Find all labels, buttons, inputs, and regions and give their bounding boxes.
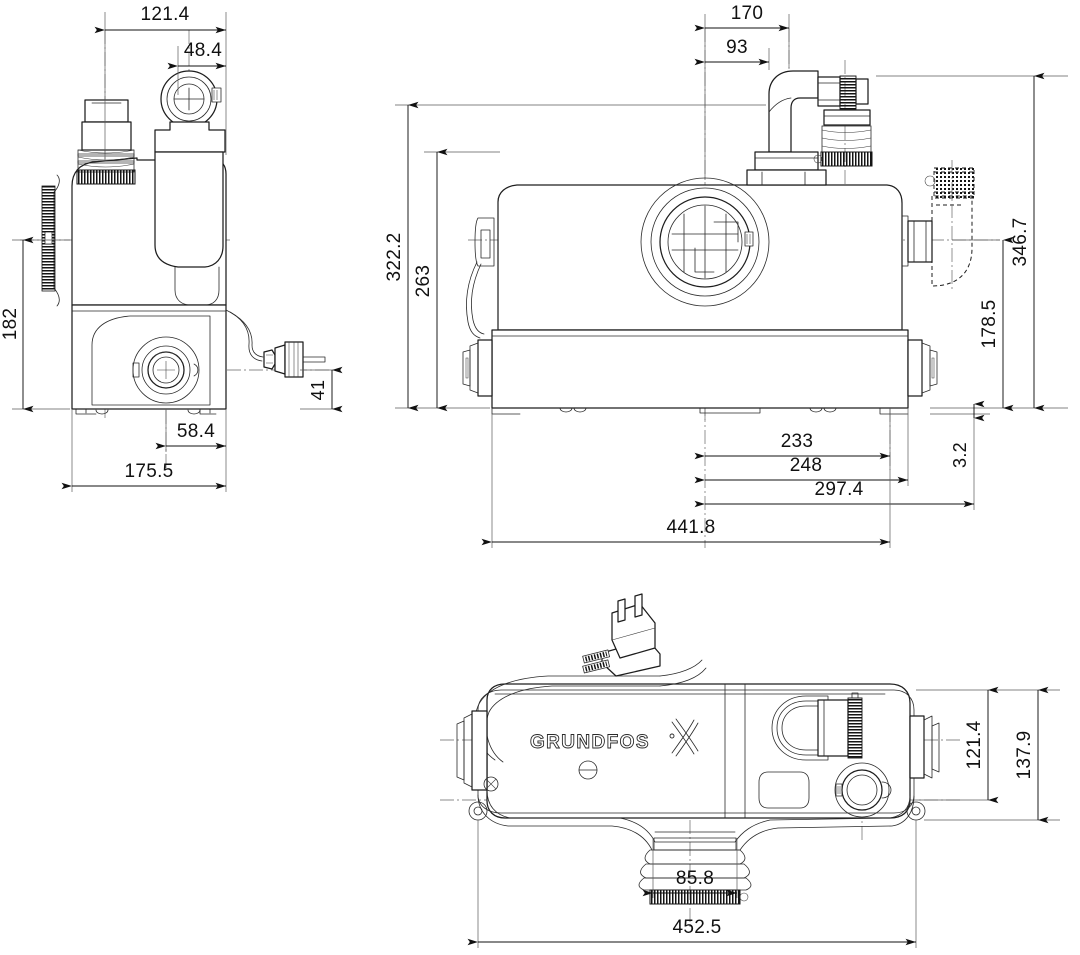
dimension-121-4-top-view: 121.4 <box>916 686 1060 804</box>
dimension-label-248: 248 <box>790 455 823 476</box>
side-view-housing <box>466 184 909 415</box>
dimension-121-4: 121.4 <box>94 4 227 160</box>
top-view-housing <box>477 683 915 851</box>
side-view-right-inlet <box>901 160 975 292</box>
dimension-170: 170 <box>694 3 790 180</box>
brand-logo: GRUNDFOS <box>530 718 699 780</box>
top-plan-view: GRUNDFOS <box>440 593 1060 948</box>
dimension-label-48-4: 48.4 <box>184 40 222 61</box>
dimension-label-58-4: 58.4 <box>177 421 215 442</box>
dimension-label-178-5: 178.5 <box>979 299 1000 348</box>
dimension-label-233: 233 <box>781 431 814 452</box>
top-view-inlet-port <box>771 692 863 761</box>
dimension-248: 248 <box>694 408 909 486</box>
dimension-label-85-8: 85.8 <box>676 868 714 889</box>
left-view-inlet-collar <box>76 99 136 185</box>
dimension-label-263: 263 <box>413 265 434 298</box>
dimension-label-182: 182 <box>0 308 21 341</box>
dimension-182: 182 <box>0 236 70 413</box>
left-view-pump-housing <box>91 315 211 406</box>
dimension-58-4: 58.4 <box>155 409 227 452</box>
top-view-left-flange <box>456 710 499 792</box>
dimension-178-5: 178.5 <box>952 236 1014 412</box>
dimension-label-441-8: 441.8 <box>666 517 715 538</box>
side-view-inspection-cover <box>640 177 770 307</box>
dimension-233: 233 <box>694 408 891 462</box>
dimension-93: 93 <box>694 37 770 70</box>
dimension-297-4: 297.4 <box>694 478 975 510</box>
top-view-valve-assembly <box>758 762 892 818</box>
dimension-3-2: 3.2 <box>930 400 990 478</box>
dimension-label-452-5: 452.5 <box>672 917 721 938</box>
dimension-label-346-7: 346.7 <box>1010 217 1031 266</box>
dimension-label-41: 41 <box>308 380 328 401</box>
dimension-label-3-2: 3.2 <box>950 442 970 468</box>
dimension-label-297-4: 297.4 <box>814 479 863 500</box>
side-view-outlet-elbow <box>746 70 873 186</box>
dimension-346-7: 346.7 <box>876 72 1068 412</box>
dimension-label-175-5: 175.5 <box>124 461 173 482</box>
left-view-outlet-boss <box>154 70 226 306</box>
dimension-label-121-4: 121.4 <box>140 4 189 25</box>
left-view-power-cable-plug <box>225 309 326 378</box>
dimension-137-9: 137.9 <box>924 686 1060 824</box>
dimension-452-5: 452.5 <box>467 820 917 948</box>
dimension-label-93: 93 <box>726 37 748 58</box>
dimension-48-4: 48.4 <box>167 40 226 95</box>
dimension-441-8: 441.8 <box>481 414 891 548</box>
brand-mark-x <box>671 718 699 757</box>
top-view-right-flange <box>909 715 940 779</box>
dimension-85-8: 85.8 <box>642 838 738 898</box>
top-view-power-cable-plug <box>474 593 707 763</box>
brand-logo-text: GRUNDFOS <box>530 732 650 753</box>
dimension-label-137-9: 137.9 <box>1014 730 1035 779</box>
side-view-flanges <box>462 339 938 397</box>
side-front-view: 170 93 322.2 263 <box>384 3 1068 548</box>
dimension-label-322-2: 322.2 <box>384 232 405 281</box>
dimension-label-121-4-top: 121.4 <box>964 720 985 769</box>
left-end-view: 121.4 48.4 182 41 <box>0 4 343 492</box>
dimension-175-5: 175.5 <box>61 409 227 492</box>
dimension-label-170: 170 <box>731 3 764 24</box>
dimension-263: 263 <box>413 148 500 412</box>
dimension-41: 41 <box>300 366 343 413</box>
